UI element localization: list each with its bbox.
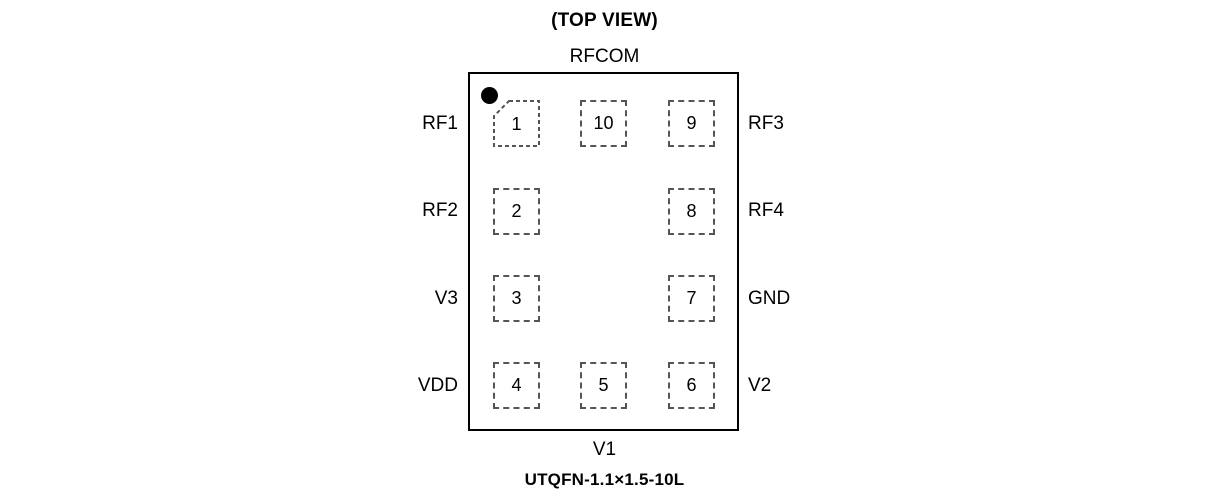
pad-pin-3: 3 xyxy=(493,275,540,322)
right-pin-label-2: RF4 xyxy=(748,200,784,221)
top-pin-label-rfcom: RFCOM xyxy=(569,46,640,67)
pad-pin-10: 10 xyxy=(580,100,627,147)
diagram-title: (TOP VIEW) xyxy=(551,10,658,31)
pad-number: 5 xyxy=(598,375,609,395)
pad-number: 4 xyxy=(511,375,522,395)
pad-pin-6: 6 xyxy=(668,362,715,409)
pin1-dot-icon xyxy=(481,87,498,104)
left-pin-label-2: RF2 xyxy=(422,200,458,221)
right-pin-label-3: GND xyxy=(748,288,791,309)
pad-pin-2: 2 xyxy=(493,188,540,235)
right-pin-label-1: RF3 xyxy=(748,113,784,134)
pad-number: 8 xyxy=(686,201,697,221)
bottom-pin-label-v1: V1 xyxy=(592,439,617,460)
package-name-caption: UTQFN-1.1×1.5-10L xyxy=(524,470,685,489)
pad-number: 2 xyxy=(511,201,522,221)
pad-number: 3 xyxy=(511,288,522,308)
pad-pin-5: 5 xyxy=(580,362,627,409)
left-pin-label-1: RF1 xyxy=(422,113,458,134)
left-pin-label-3: V3 xyxy=(434,288,458,309)
pad-number: 9 xyxy=(686,113,697,133)
pad-pin-9: 9 xyxy=(668,100,715,147)
pad-pin-8: 8 xyxy=(668,188,715,235)
pad-pin-4: 4 xyxy=(493,362,540,409)
pad-pin-1: 1 xyxy=(493,100,540,147)
pad-number: 7 xyxy=(686,288,697,308)
pad-pin-7: 7 xyxy=(668,275,715,322)
right-pin-label-4: V2 xyxy=(748,375,772,396)
pad-number: 6 xyxy=(686,375,697,395)
pad-number: 10 xyxy=(593,113,614,133)
pad-number: 1 xyxy=(511,113,522,134)
left-pin-label-4: VDD xyxy=(417,375,458,396)
pad-chamfer-shape-icon xyxy=(493,100,540,147)
